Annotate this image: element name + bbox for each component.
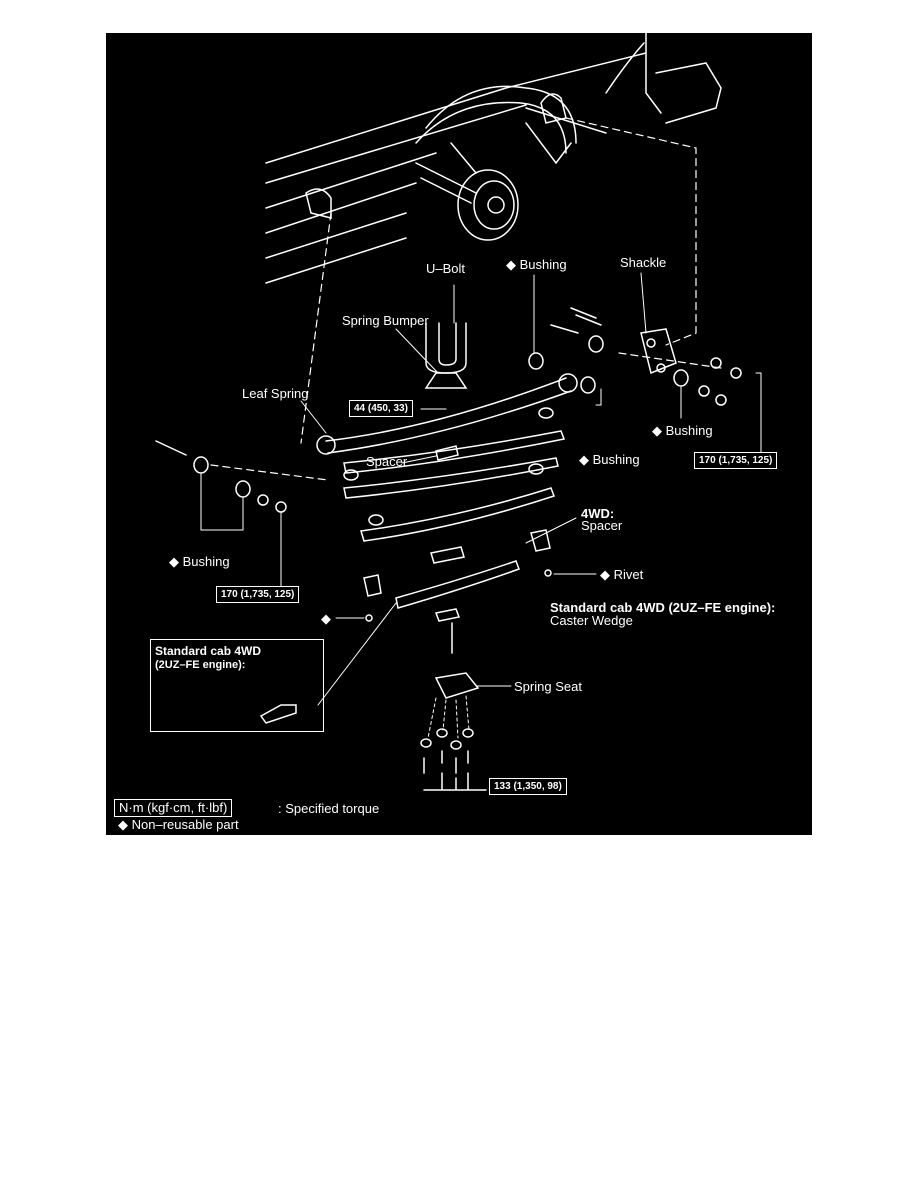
spacer-label: Spacer [366,454,408,469]
inset-title-line1: Standard cab 4WD [155,644,262,658]
std-cab-title-label: Standard cab 4WD (2UZ–FE engine): [550,600,776,615]
rivet-label: ◆ Rivet [600,567,644,582]
leaf-spring-exploded-diagram: U–Bolt ◆ Bushing Shackle Spring Bumper L… [106,33,812,835]
u-bolt-label: U–Bolt [426,261,466,276]
torque-shackle-box: 170 (1,735, 125) [694,452,778,469]
leaf-spring-label: Leaf Spring [242,386,309,401]
torque-legend-desc: : Specified torque [278,801,380,816]
bushing-left-label: ◆ Bushing [169,554,230,569]
main-leaf [316,373,578,455]
torque-front-box: 170 (1,735, 125) [216,586,300,603]
bushing-top-label: ◆ Bushing [506,257,567,272]
spring-bumper-label: Spring Bumper [342,313,429,328]
u-bolt [425,322,467,374]
mount-dashed-lines [210,117,722,481]
spring-seat-label: Spring Seat [514,679,582,694]
bushing-right-label: ◆ Bushing [652,423,713,438]
nonreusable-legend: ◆ Non–reusable part [118,817,239,832]
wheel-assembly [415,142,519,241]
bushing-mid-label: ◆ Bushing [579,452,640,467]
4wd-spacer-label: Spacer [581,518,623,533]
rivet-left-label: ◆ [321,611,331,626]
shackle-label: Shackle [620,255,667,270]
diagram-artwork [155,33,762,791]
torque-units-legend: N·m (kgf·cm, ft·lbf) [114,799,233,817]
caster-wedge-label: Caster Wedge [550,613,633,628]
vehicle-body-outline [265,33,722,284]
4wd-title-label: 4WD: [581,506,615,521]
inset-box: Standard cab 4WD (2UZ–FE engine): [150,639,324,732]
inset-title-line2: (2UZ–FE engine): [155,659,246,671]
torque-ubolt-box: 133 (1,350, 98) [489,778,567,795]
torque-bumper-box: 44 (450, 33) [349,400,413,417]
